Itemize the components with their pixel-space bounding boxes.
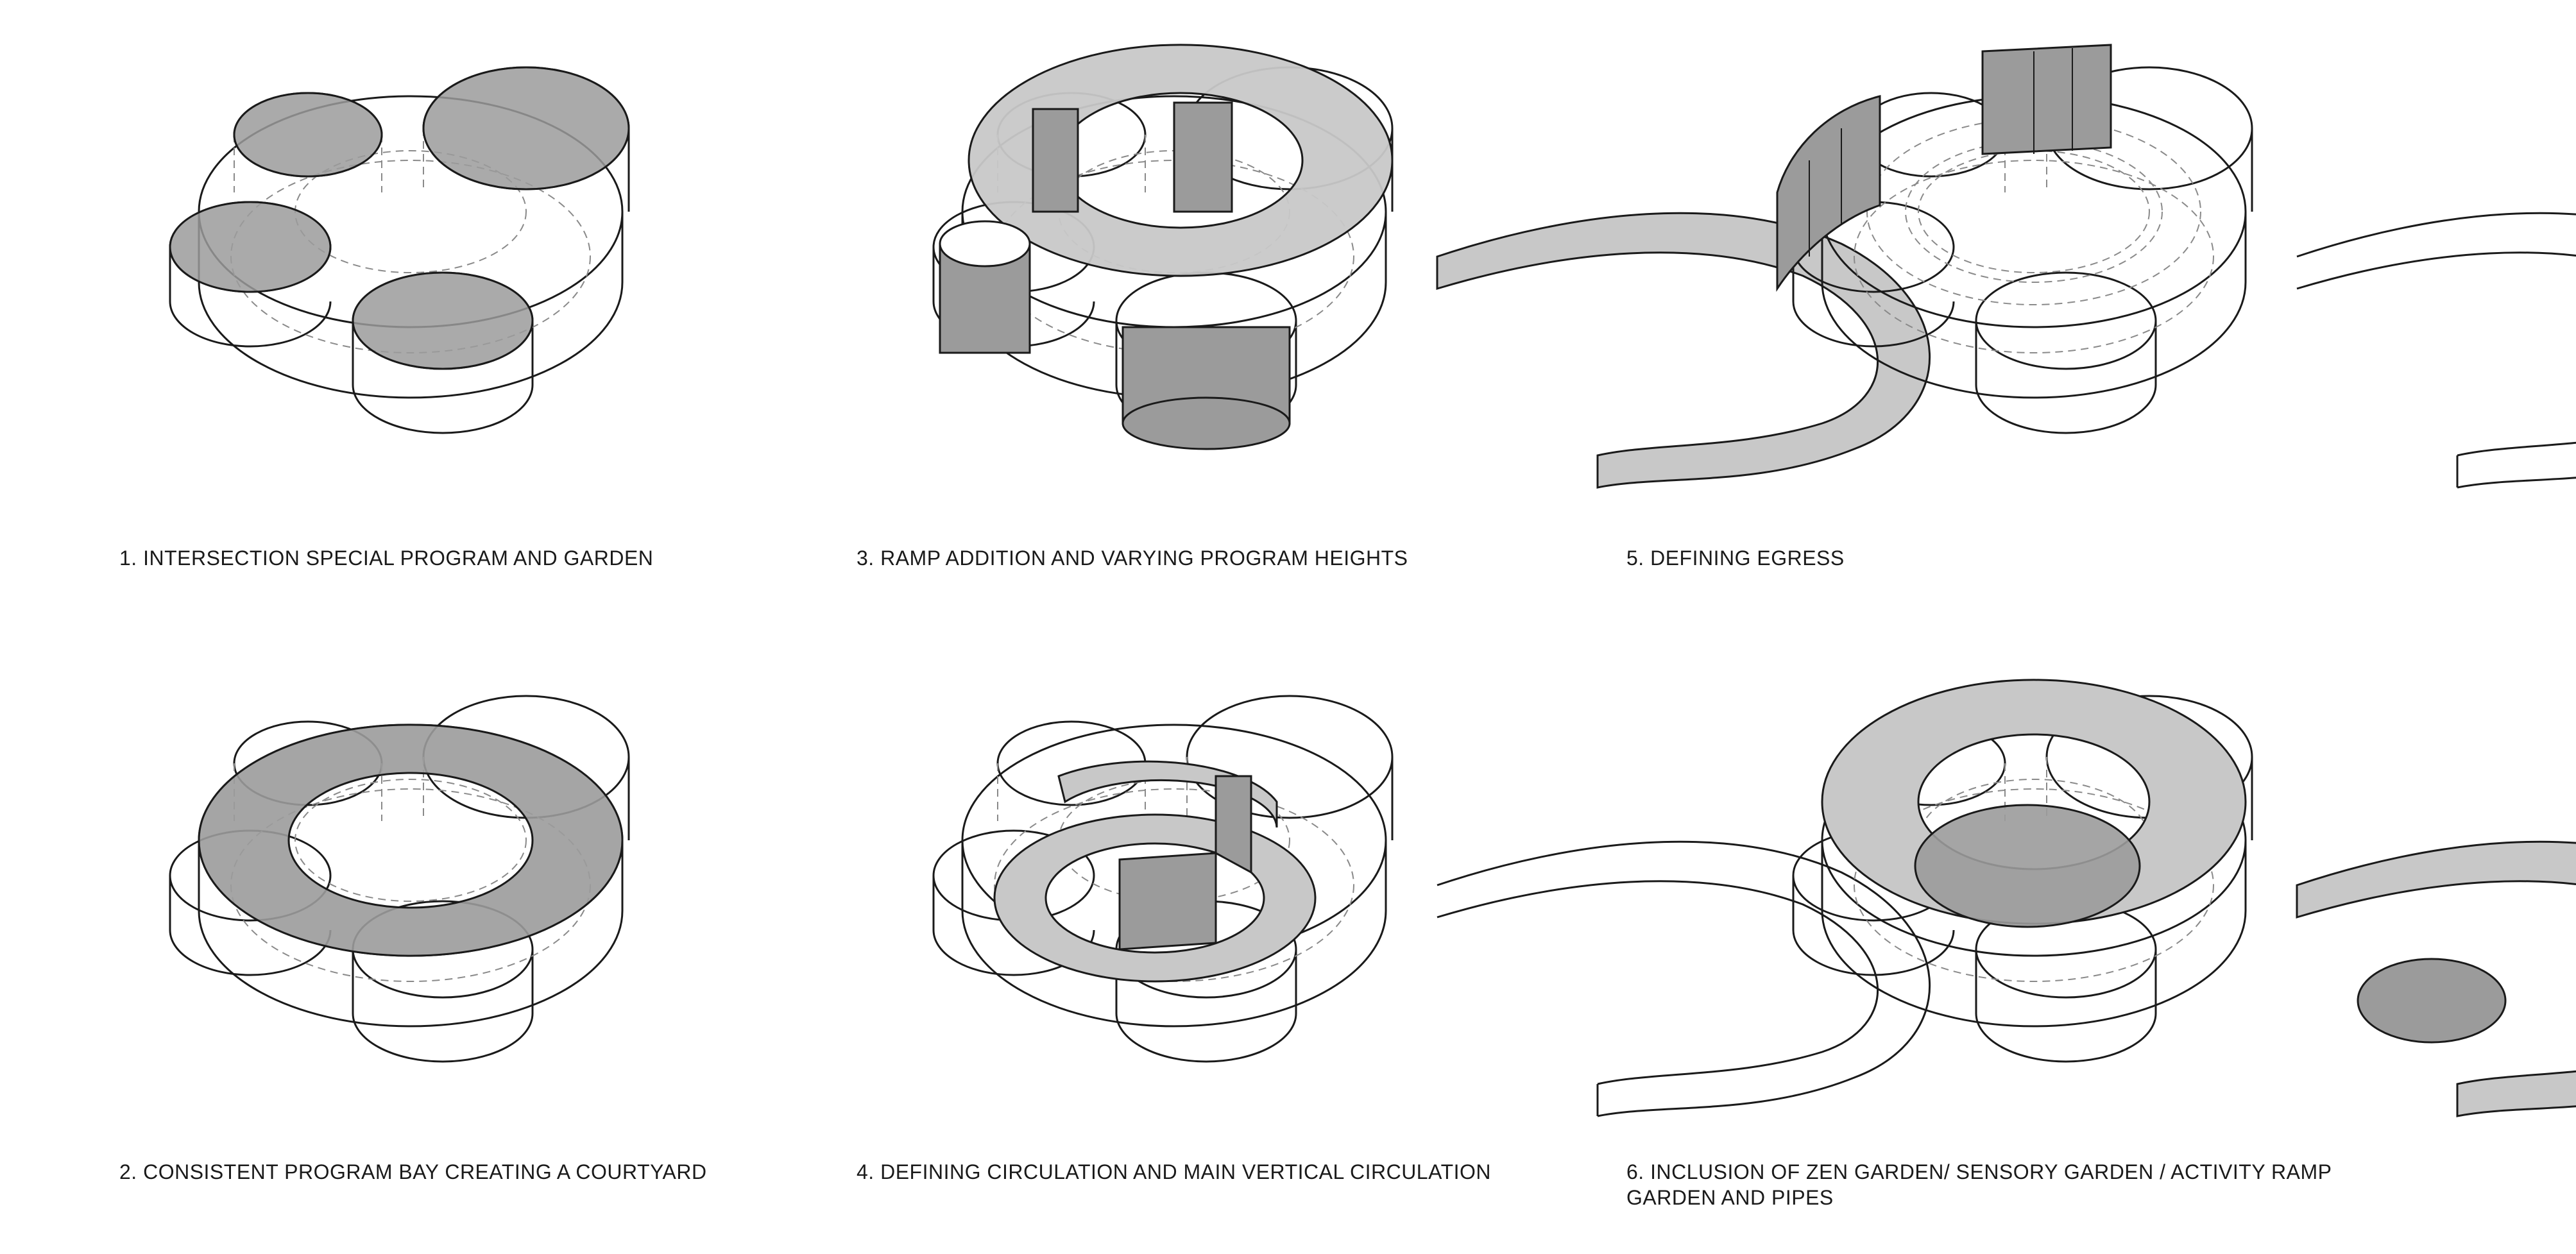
caption-6-line-1: 6. INCLUSION OF ZEN GARDEN/ SENSORY GARD… [1626,1159,2332,1185]
caption-1: 1. INTERSECTION SPECIAL PROGRAM AND GARD… [119,545,653,571]
diagram-1 [170,67,629,433]
diagram-6 [1793,680,2576,1116]
caption-6-line-2: GARDEN AND PIPES [1626,1185,2332,1210]
diagram-4 [934,696,1930,1116]
diagram-2 [170,696,629,1062]
caption-4: 4. DEFINING CIRCULATION AND MAIN VERTICA… [857,1159,1491,1185]
caption-6: 6. INCLUSION OF ZEN GARDEN/ SENSORY GARD… [1626,1159,2332,1210]
caption-5: 5. DEFINING EGRESS [1626,545,1845,571]
caption-3: 3. RAMP ADDITION AND VARYING PROGRAM HEI… [857,545,1408,571]
caption-2: 2. CONSISTENT PROGRAM BAY CREATING A COU… [119,1159,707,1185]
